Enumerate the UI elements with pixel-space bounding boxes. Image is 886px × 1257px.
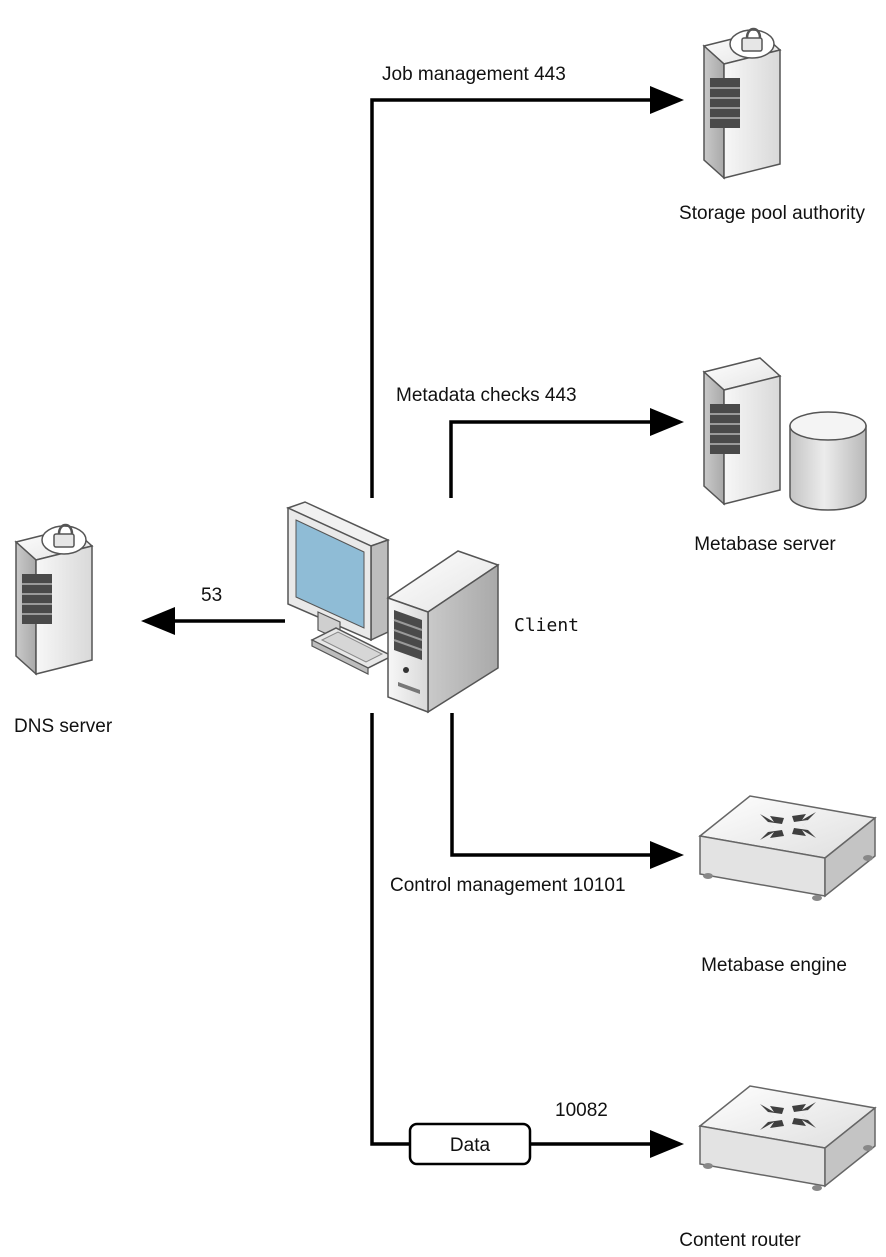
router-icon xyxy=(699,1085,876,1192)
edge-label-data: 10082 xyxy=(555,1100,608,1121)
edge-data: 10082 xyxy=(370,713,684,1158)
arrowhead-metadata-checks xyxy=(650,408,684,436)
node-label-dns-server: DNS server xyxy=(14,716,113,737)
node-label-client: Client xyxy=(514,615,579,636)
arrowhead-control-management xyxy=(650,841,684,869)
node-content-router: Content router xyxy=(679,1085,876,1251)
node-dns-server: DNS server xyxy=(14,523,113,737)
data-box-label: Data xyxy=(450,1135,491,1156)
node-storage-pool-authority: Storage pool authority xyxy=(679,27,865,224)
locked-server-icon xyxy=(703,27,781,179)
edge-dns: 53 xyxy=(141,585,285,635)
edge-label-control-management: Control management 10101 xyxy=(390,875,626,896)
database-server-icon xyxy=(703,357,867,511)
arrowhead-job-management xyxy=(650,86,684,114)
monitor-icon xyxy=(286,501,394,675)
node-metabase-server: Metabase server xyxy=(694,357,867,555)
edge-metadata-checks: Metadata checks 443 xyxy=(396,385,684,498)
data-box: Data xyxy=(408,1122,532,1166)
arrowhead-data xyxy=(650,1130,684,1158)
edge-label-job-management: Job management 443 xyxy=(382,64,566,85)
edge-control-management: Control management 10101 xyxy=(390,713,684,896)
database-cylinder-icon xyxy=(789,411,867,511)
locked-server-icon xyxy=(15,523,93,675)
edge-label-metadata-checks: Metadata checks 443 xyxy=(396,385,577,406)
node-label-metabase-engine: Metabase engine xyxy=(701,955,847,976)
tower-icon xyxy=(386,550,500,714)
node-client: Client xyxy=(286,501,579,714)
node-label-content-router: Content router xyxy=(679,1230,801,1251)
desktop-computer-icon xyxy=(286,501,500,714)
router-icon xyxy=(699,795,876,902)
node-label-metabase-server: Metabase server xyxy=(694,534,836,555)
node-label-storage-pool-authority: Storage pool authority xyxy=(679,203,865,224)
edge-job-management: Job management 443 xyxy=(370,64,684,498)
node-metabase-engine: Metabase engine xyxy=(699,795,876,976)
edge-label-dns: 53 xyxy=(201,585,222,606)
arrowhead-dns xyxy=(141,607,175,635)
